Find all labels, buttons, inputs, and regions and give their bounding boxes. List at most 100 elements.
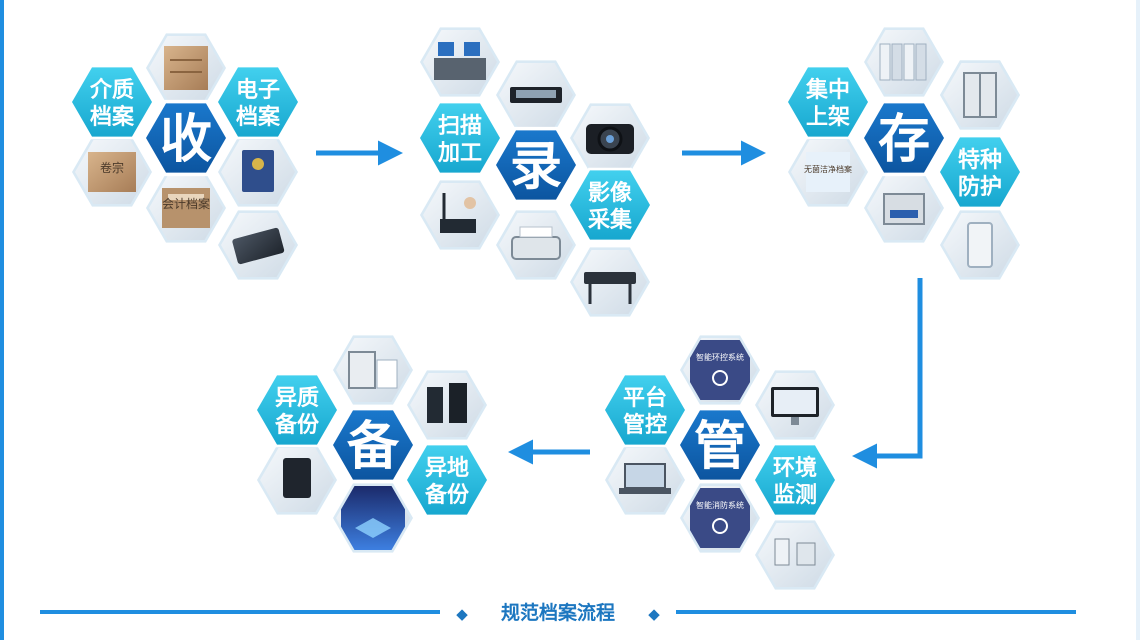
label-line1: 异质 [275,386,319,411]
label-line2: 采集 [588,207,633,233]
photo-hex-cun-1 [864,27,944,97]
photo-hex-lu-3 [570,103,650,173]
photo-hex-lu-5 [496,210,576,280]
right-accent-bar [1136,0,1140,640]
photo-hex-shou-3: 会计档案 [146,173,226,243]
photo-hex-shou-2: 卷宗 [72,137,152,207]
photo-hex-cun-4 [864,173,944,243]
hologram-icon [341,486,405,550]
document-scanner-icon [511,226,561,260]
label-line1: 电子 [236,78,280,103]
label-line1: 集中 [805,77,850,103]
photo-hex-cun-3: 无菌洁净档案 [788,137,868,207]
photo-hex-guan-4: 智能消防系统 [680,483,760,553]
label-line2: 档案 [90,104,135,130]
core-hex-guan: 管 [676,406,764,484]
photo-caption: 智能消防系统 [696,500,744,510]
core-hex-cun: 存 [860,99,948,177]
photo-hex-bei-4 [333,483,413,553]
photo-hex-shou-5 [218,210,298,280]
footer-title: 规范档案流程 [501,601,615,624]
photo-hex-lu-4 [420,180,500,250]
label-line2: 备份 [424,482,470,508]
footer: ◆ 规范档案流程 ◆ [40,601,1076,624]
label-line1: 介质 [89,77,134,103]
photo-hex-bei-2 [407,370,487,440]
photo-hex-guan-2 [755,370,835,440]
core-hex-lu: 录 [492,126,580,204]
arrow-cun-to-guan [852,278,923,469]
ledger-book-icon [162,188,210,228]
air-purifier-icon [967,222,993,268]
backup-server-icon [283,458,311,498]
photo-hex-cun-6 [940,60,1020,130]
footer-bullet-right: ◆ [648,605,660,623]
photo-hex-shou-1 [146,33,226,103]
photo-hex-lu-2 [496,60,576,130]
core-character: 收 [160,110,212,170]
label-line1: 异地 [425,456,469,481]
label-line1: 环境 [773,455,817,481]
core-hex-shou: 收 [142,99,230,177]
certificate-icon [242,150,274,192]
photo-hex-cun-5 [940,210,1020,280]
photo-caption: 智能环控系统 [696,352,744,362]
compact-shelving-icon [879,43,927,81]
clusters-layer: 卷宗会计档案介质档案电子档案收扫描加工影像采集录无菌洁净档案集中上架特种防护存智… [69,27,1023,590]
label-line2: 加工 [437,141,482,166]
archive-box-icon [88,152,136,192]
monitor-icon [771,387,819,425]
photo-hex-guan-3 [605,445,685,515]
archive-folder-icon [164,46,208,90]
left-accent-bar [0,0,4,640]
core-character: 管 [694,417,746,477]
photo-hex-bei-1 [333,335,413,405]
core-character: 存 [878,110,930,170]
photo-hex-guan-5 [755,520,835,590]
sensor-panel-icon [774,538,816,566]
photo-hex-lu-6 [570,247,650,317]
nas-storage-icon [348,351,398,389]
footer-bullet-left: ◆ [456,605,468,623]
photo-hex-lu-1 [420,27,500,97]
fire-protection-icon [690,488,750,548]
label-line1: 影像 [588,180,633,206]
flatbed-scanner-icon [510,87,562,103]
hard-drive-icon [232,227,285,265]
label-line2: 防护 [958,175,1002,200]
label-line1: 特种 [958,147,1002,173]
label-line2: 上架 [806,104,850,130]
core-hex-bei: 备 [329,406,417,484]
label-line2: 管控 [623,412,667,438]
photo-hex-shou-4 [218,137,298,207]
label-line2: 备份 [274,412,320,438]
scanner-workstation-icon [434,42,486,80]
photo-caption: 卷宗 [100,160,124,175]
photo-caption: 会计档案 [162,196,210,211]
flow-arrows [316,140,923,469]
photo-caption: 无菌洁净档案 [804,164,852,174]
photo-hex-bei-3 [257,445,337,515]
core-character: 备 [347,417,400,477]
core-character: 录 [510,137,562,197]
book-scanner-icon [440,193,476,233]
label-line1: 扫描 [438,114,482,139]
laptop-icon [619,463,671,494]
photo-hex-guan-1: 智能环控系统 [680,335,760,405]
storage-solution-icon [806,152,850,192]
